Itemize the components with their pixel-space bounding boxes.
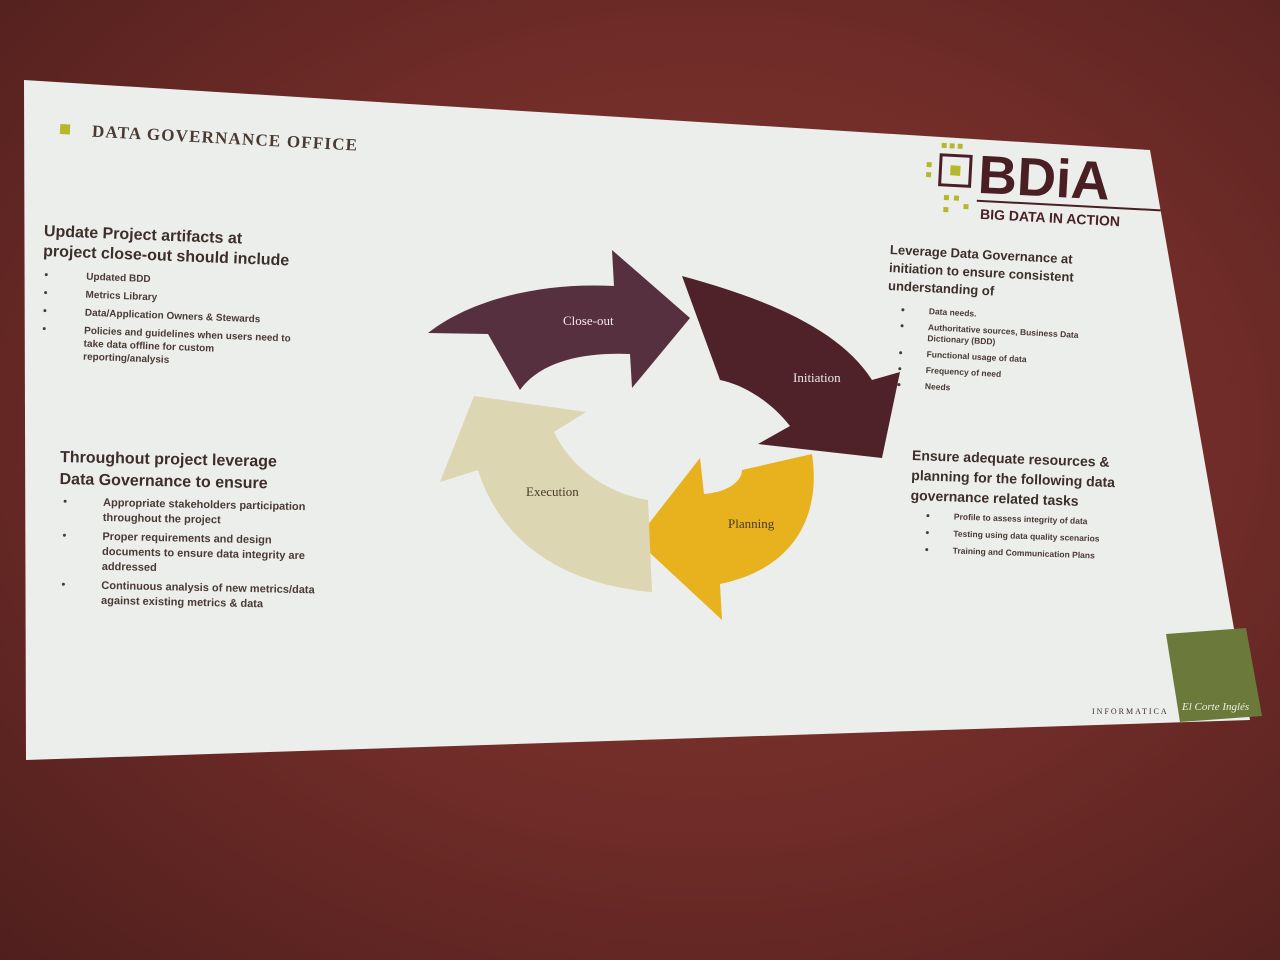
list-item-text: Needs <box>925 381 951 392</box>
list-item-text: reporting/analysis <box>83 352 170 366</box>
list-item-text: Profile to assess integrity of data <box>954 512 1088 527</box>
footer-color-block <box>1166 628 1262 722</box>
list-item-text: Appropriate stakeholders participation <box>103 497 306 513</box>
list-item-text: Training and Communication Plans <box>953 545 1096 560</box>
bullet-dot-icon <box>63 499 67 503</box>
logo-text: BDiA <box>977 145 1112 212</box>
bullet-dot-icon <box>925 548 929 552</box>
footer-brand: INFORMATICA <box>1092 707 1169 716</box>
list-item-text: Proper requirements and design <box>102 531 272 547</box>
execution-heading-line1: Throughout project leverage <box>60 449 277 471</box>
bullet-dot-icon <box>897 383 901 387</box>
planning-text-block: Ensure adequate resources & planning for… <box>910 447 1115 560</box>
list-item-text: Frequency of need <box>926 365 1002 379</box>
list-item-text: documents to ensure data integrity are <box>102 546 305 562</box>
bullet-dot-icon <box>899 351 903 355</box>
list-item-text: Dictionary (BDD) <box>927 333 996 347</box>
initiation-label: Initiation <box>793 370 841 385</box>
list-item-text: against existing metrics & data <box>101 595 264 610</box>
planning-heading-line2: planning for the following data <box>911 467 1115 490</box>
title-bullet-icon <box>59 124 71 135</box>
bullet-dot-icon <box>44 291 48 295</box>
bdia-logo: BDiA BIG DATA IN ACTION <box>925 142 1161 229</box>
list-item-text: throughout the project <box>103 512 221 526</box>
list-item-text: take data offline for custom <box>83 339 214 355</box>
bullet-dot-icon <box>62 533 66 537</box>
execution-item-list: Appropriate stakeholders participationth… <box>61 497 316 610</box>
list-item-text: Updated BDD <box>86 272 151 285</box>
logo-tagline: BIG DATA IN ACTION <box>980 206 1121 229</box>
bullet-dot-icon <box>61 582 65 586</box>
bullet-dot-icon <box>900 324 904 328</box>
execution-arrow <box>440 396 652 592</box>
execution-heading-line2: Data Governance to ensure <box>59 471 267 492</box>
bullet-dot-icon <box>901 308 905 312</box>
planning-arrow <box>636 454 814 620</box>
initiation-arrow <box>682 276 900 458</box>
bullet-dot-icon <box>43 309 47 313</box>
execution-text-block: Throughout project leverage Data Governa… <box>59 449 316 610</box>
bullet-dot-icon <box>926 514 930 518</box>
initiation-heading-line3: understanding of <box>888 278 995 299</box>
cycle-diagram: Close-out Initiation Planning Execution <box>428 250 900 620</box>
list-item-text: addressed <box>102 561 157 574</box>
logo-chip-icon <box>925 142 973 213</box>
bullet-dot-icon <box>42 327 46 331</box>
execution-label: Execution <box>526 484 579 499</box>
planning-heading-line3: governance related tasks <box>910 487 1079 509</box>
closeout-label: Close-out <box>563 313 614 328</box>
list-item-text: Continuous analysis of new metrics/data <box>101 580 315 596</box>
list-item-text: Data needs. <box>929 306 977 318</box>
slide-surface <box>24 80 1250 760</box>
planning-heading-line1: Ensure adequate resources & <box>912 447 1110 470</box>
bullet-dot-icon <box>898 367 902 371</box>
planning-label: Planning <box>728 516 775 531</box>
bullet-dot-icon <box>925 531 929 535</box>
list-item-text: Metrics Library <box>85 290 158 304</box>
closeout-arrow <box>428 250 690 390</box>
bullet-dot-icon <box>44 273 48 277</box>
footer-signature: El Corte Inglés <box>1181 701 1249 713</box>
